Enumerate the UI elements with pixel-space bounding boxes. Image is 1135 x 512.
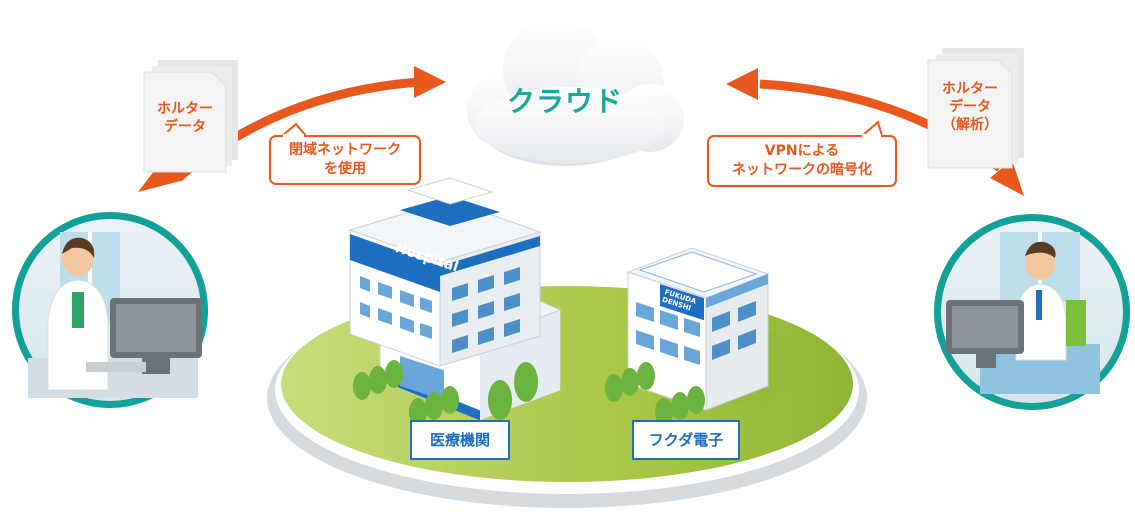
hospital-building — [348, 177, 562, 421]
left-doc-line1: ホルター — [157, 101, 213, 117]
right-callout-text: VPNによる ネットワークの暗号化 — [710, 142, 894, 180]
left-office-scene — [12, 212, 208, 408]
trees — [353, 360, 705, 426]
left-document-stack — [143, 60, 238, 173]
right-callout-box — [707, 120, 897, 187]
right-callout-line1: VPNによる — [764, 143, 840, 159]
right-document-label: ホルター データ （解析） — [928, 80, 1012, 134]
right-doc-line2: データ — [949, 99, 991, 115]
left-callout-line2: を使用 — [324, 161, 366, 177]
cloud-label: クラウド — [506, 85, 623, 118]
right-office-scene — [934, 214, 1130, 410]
left-callout-box — [269, 122, 421, 185]
fukuda-label: フクダ電子 — [632, 420, 740, 460]
right-document-stack — [927, 48, 1024, 169]
hospital-label: 医療機関 — [410, 420, 510, 460]
left-doc-line2: データ — [164, 119, 206, 135]
left-callout-line1: 閉域ネットワーク — [289, 142, 401, 158]
right-doc-line1: ホルター — [942, 81, 998, 97]
right-callout-line2: ネットワークの暗号化 — [732, 162, 872, 178]
left-callout-text: 閉域ネットワーク を使用 — [272, 141, 418, 179]
left-document-label: ホルター データ — [144, 100, 226, 136]
right-doc-line3: （解析） — [942, 117, 998, 133]
cloud-shape — [467, 18, 684, 166]
